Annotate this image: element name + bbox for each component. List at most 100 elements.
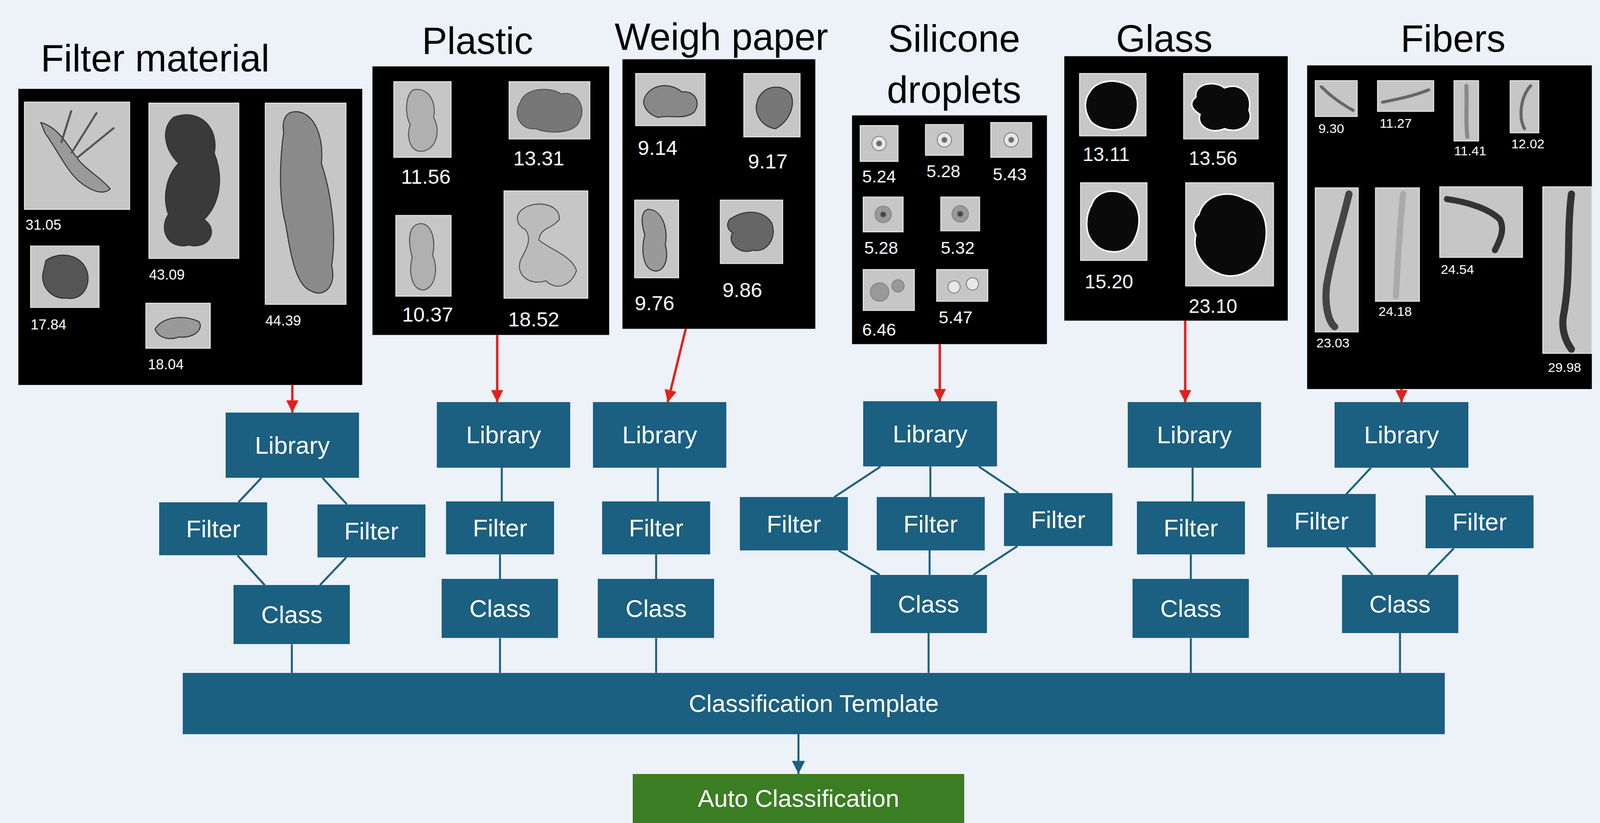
filter-box: Filter: [159, 501, 268, 555]
connector-line: [238, 477, 262, 502]
size-value: 23.03: [1316, 334, 1350, 351]
filter-box: Filter: [446, 501, 555, 555]
size-value: 15.20: [1084, 269, 1134, 293]
connector-line: [320, 557, 347, 585]
filter-box: Filter: [317, 504, 426, 558]
filter-box: Filter: [876, 496, 985, 550]
size-value: 5.24: [862, 166, 896, 188]
library-box: Library: [863, 400, 997, 467]
category-heading: Glass: [1042, 13, 1287, 65]
flow-arrow: [1400, 388, 1403, 402]
category-heading: Filter material: [2, 32, 309, 84]
connector-line: [1191, 467, 1194, 502]
output-box: Auto Classification: [632, 773, 965, 823]
particle-panel: Glass13.1113.5615.2023.10: [1064, 55, 1288, 321]
box-label: Filter: [1163, 512, 1218, 543]
filter-box: Filter: [1136, 501, 1245, 555]
box-label: Library: [1364, 419, 1440, 450]
class-box: Class: [441, 578, 558, 638]
fiber-particle: [1321, 85, 1572, 349]
box-label: Classification Template: [688, 688, 939, 718]
flow-arrow: [1184, 320, 1187, 403]
box-label: Filter: [1031, 504, 1086, 534]
box-label: Library: [254, 430, 330, 460]
library-box: Library: [436, 401, 571, 468]
flow-arrow: [667, 328, 686, 402]
filter-box: Filter: [739, 496, 848, 550]
library-box: Library: [225, 412, 360, 478]
size-value: 11.41: [1453, 142, 1487, 159]
filter-box: Filter: [1267, 493, 1376, 547]
size-value: 24.54: [1440, 261, 1475, 278]
box-label: Library: [892, 418, 968, 449]
size-value: 18.04: [147, 355, 184, 373]
class-box: Class: [597, 578, 715, 638]
box-label: Filter: [344, 515, 399, 546]
size-value: 18.52: [508, 306, 560, 332]
particle-panel: Plastic11.5613.3110.3718.52: [372, 66, 610, 335]
image-panel-ground: [18, 55, 1592, 389]
connector-line: [500, 467, 503, 502]
connector-line: [838, 550, 880, 575]
box-label: Auto Classification: [697, 783, 900, 813]
size-value: 23.10: [1188, 294, 1238, 318]
connector-line: [1189, 554, 1193, 579]
connector-line: [1398, 632, 1402, 673]
box-label: Filter: [628, 512, 684, 543]
library-box: Library: [1334, 401, 1469, 468]
size-value: 11.27: [1379, 115, 1412, 132]
box-label: Filter: [1294, 505, 1349, 536]
connector-line: [1346, 467, 1372, 495]
box-label: Class: [625, 593, 687, 623]
class-box: Class: [1132, 578, 1249, 638]
size-value: 31.05: [25, 216, 62, 234]
box-label: Library: [622, 419, 698, 450]
size-value: 13.31: [513, 146, 565, 171]
box-label: Class: [469, 593, 531, 623]
category-heading: Plastic: [345, 15, 611, 67]
size-value: 9.86: [722, 277, 763, 303]
connector-line: [1346, 547, 1373, 575]
weigh-paper-particle: [641, 85, 793, 272]
box-label: Class: [261, 599, 323, 629]
class-box: Class: [870, 574, 987, 633]
filter-box: Filter: [602, 501, 711, 555]
connector-line: [834, 466, 881, 497]
category-heading: Weigh paper: [588, 11, 855, 63]
plastic-particle: [406, 89, 583, 290]
size-value: 5.43: [993, 163, 1027, 185]
connector-line: [322, 477, 347, 505]
size-value: 43.09: [149, 265, 185, 283]
connector-line: [1430, 467, 1456, 495]
box-label: Filter: [185, 513, 241, 544]
size-value: 9.17: [747, 149, 788, 174]
box-label: Class: [1369, 589, 1431, 619]
library-box: Library: [1127, 401, 1262, 468]
size-value: 5.47: [938, 306, 973, 328]
particle-thumbnail: [24, 73, 1592, 353]
connector-line: [1189, 637, 1193, 673]
silicone-droplet: [870, 132, 1019, 301]
class-box: Class: [1342, 574, 1459, 633]
particle-panel: Fibers9.3011.2711.4112.0223.0324.1824.54…: [1307, 65, 1592, 389]
connector-line: [237, 554, 265, 585]
size-value: 5.28: [864, 237, 899, 259]
connector-line: [1428, 547, 1454, 575]
size-value: 17.84: [30, 315, 67, 333]
connector-line: [928, 550, 931, 575]
connector-line: [498, 554, 502, 579]
size-value: 9.30: [1318, 120, 1345, 137]
size-value: 5.32: [941, 237, 975, 259]
size-value: 29.98: [1547, 359, 1582, 376]
box-label: Filter: [472, 512, 527, 543]
size-value: 12.02: [1511, 135, 1545, 152]
glass-particle: [1085, 80, 1267, 276]
connector-line: [656, 467, 659, 502]
box-label: Class: [1160, 593, 1222, 623]
box-label: Filter: [1452, 506, 1507, 537]
filter-material-particle: [40, 110, 334, 339]
particle-panel: Filter material31.0543.0944.3917.8418.04: [18, 88, 363, 385]
connector-line: [979, 466, 1019, 493]
box-label: Class: [897, 589, 959, 619]
